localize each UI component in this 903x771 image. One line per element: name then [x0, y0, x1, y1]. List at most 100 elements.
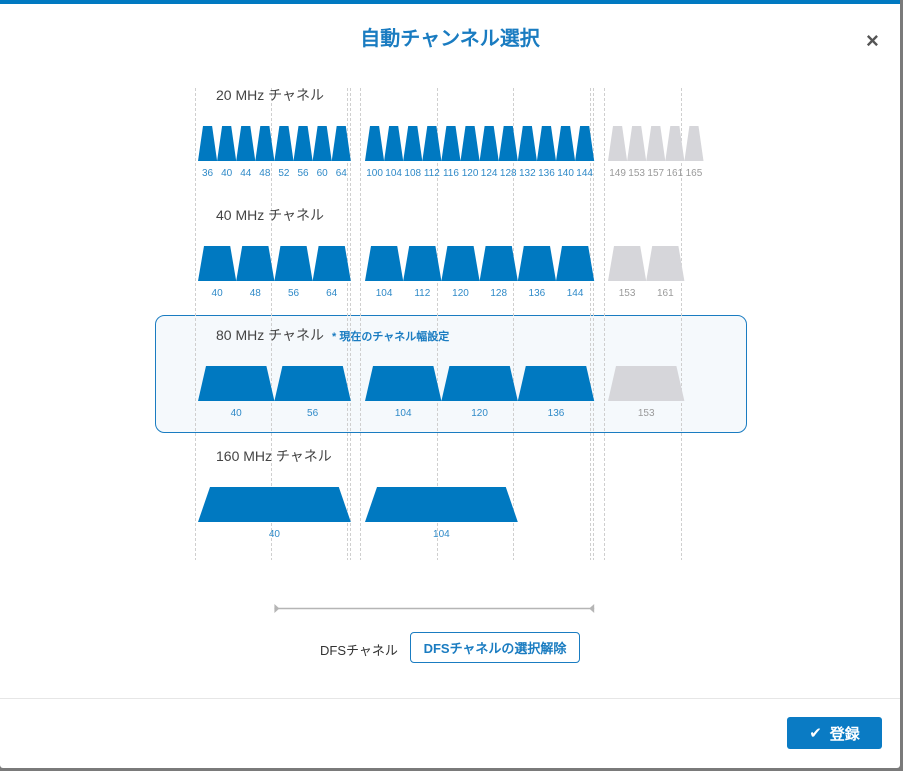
channel-block[interactable]: [312, 246, 351, 281]
dialog-title: 自動チャンネル選択: [360, 28, 540, 50]
channel-label: 153: [638, 408, 655, 419]
channel-label: 104: [376, 288, 393, 299]
channel-block[interactable]: [365, 487, 518, 522]
dfs-deselect-button[interactable]: DFSチャネルの選択解除: [410, 632, 580, 663]
channel-label: 112: [424, 168, 440, 179]
channel-label: 40: [269, 529, 281, 540]
channel-label: 128: [500, 168, 517, 179]
channel-label: 161: [657, 288, 674, 299]
row-label: 80 MHz チャネル: [216, 327, 324, 343]
channel-label: 44: [240, 168, 252, 179]
channel-label: 56: [307, 408, 319, 419]
channel-label: 144: [567, 288, 584, 299]
channel-block[interactable]: [460, 126, 480, 161]
channel-block[interactable]: [274, 366, 351, 401]
channel-block[interactable]: [536, 126, 556, 161]
channel-label: 120: [471, 408, 488, 419]
channel-label: 36: [202, 168, 214, 179]
dfs-range-start-marker: [274, 604, 280, 613]
save-button-label: 登録: [829, 725, 860, 743]
channel-label: 132: [519, 168, 536, 179]
channel-block[interactable]: [517, 366, 595, 401]
close-icon[interactable]: ×: [866, 28, 879, 53]
channel-block[interactable]: [365, 246, 404, 281]
channel-block[interactable]: [684, 126, 704, 161]
channel-block[interactable]: [627, 126, 647, 161]
channel-label: 40: [212, 288, 224, 299]
channel-block[interactable]: [646, 246, 685, 281]
channel-block[interactable]: [255, 126, 275, 161]
channel-label: 124: [481, 168, 498, 179]
channel-block[interactable]: [608, 366, 685, 401]
channel-block[interactable]: [312, 126, 332, 161]
channel-block[interactable]: [274, 126, 294, 161]
channel-block[interactable]: [646, 126, 666, 161]
channel-label: 64: [326, 288, 338, 299]
channel-label: 112: [414, 288, 430, 299]
channel-block[interactable]: [236, 126, 256, 161]
channel-block[interactable]: [198, 487, 351, 522]
channel-label: 144: [576, 168, 593, 179]
channel-label: 104: [433, 529, 450, 540]
channel-label: 149: [609, 168, 626, 179]
channel-block[interactable]: [365, 126, 385, 161]
channel-label: 100: [366, 168, 383, 179]
channel-label: 56: [297, 168, 309, 179]
row-label: 40 MHz チャネル: [216, 207, 324, 223]
channel-label: 116: [443, 168, 459, 179]
dfs-row: DFSチャネル DFSチャネルの選択解除: [0, 632, 900, 666]
channel-block[interactable]: [365, 366, 442, 401]
current-width-note: * 現在のチャネル幅設定: [332, 329, 449, 343]
channel-label: 48: [250, 288, 262, 299]
channel-label: 153: [619, 288, 636, 299]
channel-block[interactable]: [441, 246, 480, 281]
channel-block[interactable]: [608, 246, 647, 281]
channel-label: 136: [538, 168, 555, 179]
channel-label: 136: [529, 288, 546, 299]
channel-block[interactable]: [479, 246, 518, 281]
channel-label: 120: [462, 168, 479, 179]
channel-block[interactable]: [384, 126, 404, 161]
channel-label: 165: [686, 168, 703, 179]
channel-label: 157: [647, 168, 664, 179]
channel-block[interactable]: [422, 126, 442, 161]
row-label: 20 MHz チャネル: [216, 87, 324, 103]
channel-label: 60: [317, 168, 329, 179]
channel-block[interactable]: [293, 126, 313, 161]
channel-block[interactable]: [517, 246, 556, 281]
channel-block[interactable]: [517, 126, 537, 161]
channel-block[interactable]: [236, 246, 275, 281]
channel-block[interactable]: [556, 126, 576, 161]
channel-block[interactable]: [403, 126, 423, 161]
channel-label: 153: [628, 168, 645, 179]
channel-block[interactable]: [575, 126, 595, 161]
channel-block[interactable]: [665, 126, 685, 161]
channel-block[interactable]: [331, 126, 351, 161]
channel-label: 104: [385, 168, 402, 179]
channel-block[interactable]: [556, 246, 595, 281]
channel-block[interactable]: [479, 126, 499, 161]
channel-block[interactable]: [217, 126, 237, 161]
channel-label: 108: [404, 168, 421, 179]
channel-block[interactable]: [403, 246, 442, 281]
channel-block[interactable]: [498, 126, 518, 161]
channel-block[interactable]: [608, 126, 628, 161]
dfs-label: DFSチャネル: [320, 643, 398, 658]
channel-block[interactable]: [441, 126, 461, 161]
save-button[interactable]: ✔ 登録: [787, 717, 882, 749]
channel-label: 120: [452, 288, 469, 299]
channel-label: 140: [557, 168, 574, 179]
channel-block[interactable]: [198, 246, 237, 281]
channel-block[interactable]: [441, 366, 518, 401]
row-label: 160 MHz チャネル: [216, 448, 332, 464]
channel-block[interactable]: [198, 366, 275, 401]
channel-block[interactable]: [198, 126, 218, 161]
channel-label: 64: [336, 168, 348, 179]
check-icon: ✔: [809, 725, 822, 742]
channel-label: 52: [278, 168, 290, 179]
channel-block[interactable]: [274, 246, 313, 281]
channel-label: 104: [395, 408, 412, 419]
channel-label: 40: [231, 408, 243, 419]
